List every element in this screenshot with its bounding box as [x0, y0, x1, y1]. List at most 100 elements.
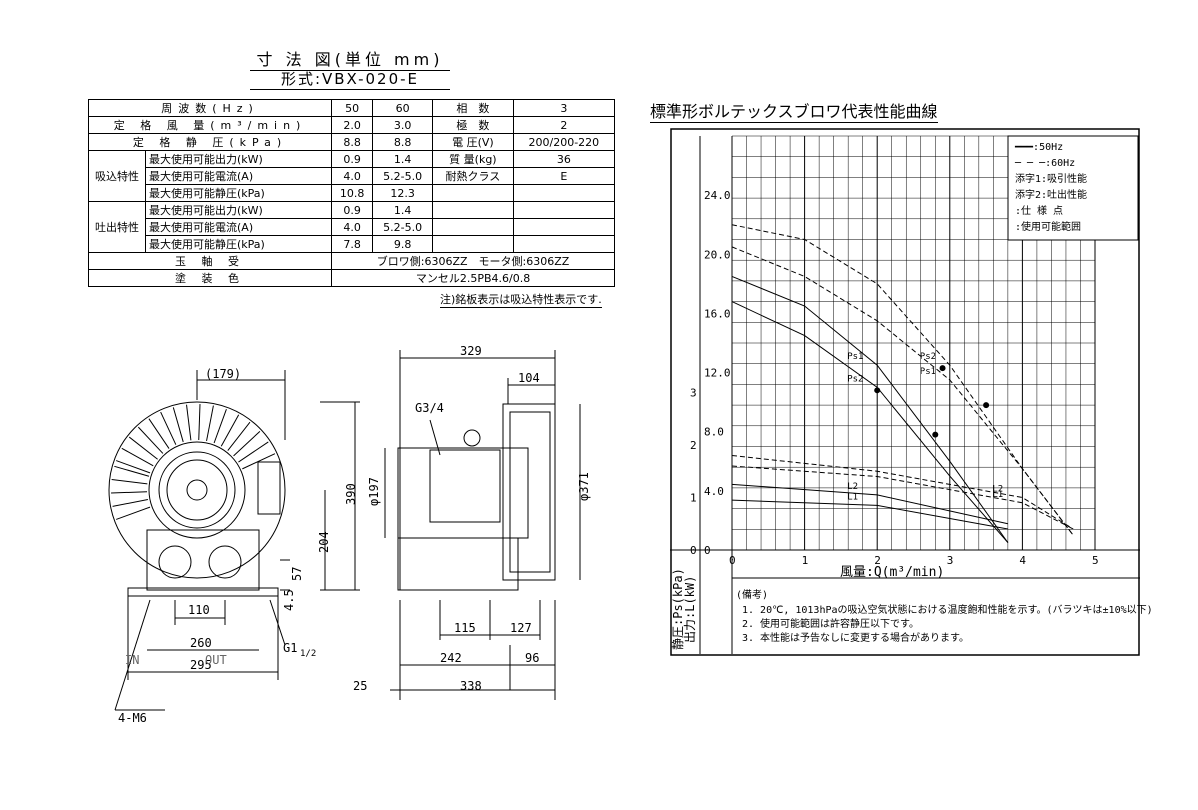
spec-cell: 電 圧(V)	[432, 133, 514, 151]
series-label: L1	[847, 492, 858, 502]
blower-housing-outline	[108, 401, 286, 579]
inlet-port	[158, 545, 192, 579]
series-label: Ps1	[847, 352, 863, 362]
blower-base	[146, 529, 260, 591]
ps-tick-label: 20.0	[704, 248, 731, 261]
spec-cell: 10.8	[331, 184, 374, 202]
series-line	[731, 499, 1008, 530]
legend-entry: 添字1:吸引性能	[1015, 172, 1087, 185]
dim-242: 242	[440, 651, 462, 665]
l-axis-label: 出力:L(kW)	[683, 576, 697, 643]
l-tick-label: 1	[690, 492, 697, 505]
ps-tick-label: 12.0	[704, 367, 731, 380]
legend-box	[1007, 135, 1139, 241]
spec-point	[939, 365, 946, 372]
spec-cell: 7.8	[331, 235, 374, 253]
spec-cell: 50	[331, 99, 374, 117]
x-tick-label: 0	[729, 554, 736, 567]
cooling-fin	[160, 411, 177, 445]
spec-cell: 200/200-220	[512, 133, 616, 151]
ps-tick-label: 4.0	[704, 485, 724, 498]
notes-header: (備考)	[736, 588, 768, 601]
spec-cell: 1.4	[372, 201, 434, 219]
dim-179: (179)	[205, 367, 241, 381]
series-label: Ps1	[920, 367, 936, 377]
dim-295: 295	[190, 658, 212, 672]
ps-tick-label: 24.0	[704, 189, 731, 202]
legend-entry: ─ ─ ─:60Hz	[1014, 158, 1075, 169]
cooling-fin	[121, 447, 154, 467]
suction-group-label: 吸込特性	[88, 150, 146, 202]
cooling-fin	[186, 404, 192, 441]
cooling-fin	[137, 426, 164, 454]
cooling-fin	[148, 418, 170, 449]
x-tick-label: 1	[802, 554, 809, 567]
cooling-fin	[242, 453, 276, 470]
spec-point	[932, 431, 939, 438]
paint-row: 塗 装 色マンセル2.5PB4.6/0.8	[87, 269, 615, 287]
l-tick-label: 0	[690, 544, 697, 557]
series-label: L2	[847, 482, 858, 492]
motor-body	[397, 447, 529, 539]
l-tick-label: 3	[690, 387, 697, 400]
cooling-fin	[111, 479, 148, 485]
dimension-drawing: (179) 329 104 G3/4 φ197 390 204 φ371 57 …	[108, 344, 591, 725]
legend-entry: 添字2:吐出性能	[1015, 188, 1087, 201]
note-line: 1. 20℃, 1013hPaの吸込空気状態における温度飽和性能を示す。(バラツ…	[742, 603, 1153, 616]
cooling-fin	[112, 499, 149, 507]
dim-g1-fraction: 1/2	[300, 649, 316, 659]
drawing-title: 寸 法 図(単位 mm)	[250, 46, 450, 71]
legend-entry: :仕 様 点	[1015, 204, 1063, 217]
dim-338: 338	[460, 679, 482, 693]
spec-cell: 相 数	[432, 99, 514, 117]
cooling-fin	[172, 407, 184, 443]
dim-329: 329	[460, 344, 482, 358]
series-label: Ps2	[920, 352, 936, 362]
chart-title: 標準形ボルテックスブロワ代表性能曲線	[650, 98, 938, 123]
dim-127: 127	[510, 621, 532, 635]
outlet-label: OUT	[205, 653, 227, 667]
cooling-fin	[198, 404, 201, 441]
dim-g34: G3/4	[415, 401, 444, 415]
spec-cell: 3.0	[372, 116, 434, 134]
series-line	[731, 276, 1009, 543]
dim-110: 110	[188, 603, 210, 617]
mount-bolt-label: 4-M6	[118, 711, 147, 725]
spec-point	[874, 387, 881, 394]
x-tick-label: 4	[1019, 554, 1026, 567]
series-label: L1	[992, 490, 1003, 500]
paint-row-value: マンセル2.5PB4.6/0.8	[331, 269, 615, 287]
series-line	[731, 465, 1074, 530]
x-tick-label: 3	[947, 554, 954, 567]
legend-entry: ━━━:50Hz	[1014, 142, 1063, 153]
spec-cell: 5.2-5.0	[372, 218, 434, 236]
inlet-label: IN	[125, 653, 139, 667]
cooling-fin	[116, 506, 151, 520]
x-tick-label: 2	[874, 554, 881, 567]
spec-cell: 周波数(Hz)	[87, 99, 333, 117]
series-line	[731, 301, 1009, 543]
ps-tick-label: 0	[704, 544, 711, 557]
legend-entry: :使用可能範囲	[1015, 220, 1081, 233]
outlet-port	[208, 545, 242, 579]
model-label: 形式:VBX-020-E	[250, 68, 450, 90]
series-line	[731, 224, 1074, 536]
l-tick-label: 2	[690, 439, 697, 452]
cooling-fin	[220, 414, 240, 447]
dim-204: 204	[317, 531, 331, 553]
note-line: 3. 本性能は予告なしに変更する場合があります。	[742, 631, 969, 644]
series-line	[731, 483, 1008, 525]
dim-104: 104	[518, 371, 540, 385]
dim-115: 115	[454, 621, 476, 635]
dim-390: 390	[344, 483, 358, 505]
spec-point	[983, 402, 990, 409]
dim-phi197: φ197	[367, 477, 381, 506]
ps-axis-label: 静圧:Ps(kPa)	[671, 568, 685, 650]
